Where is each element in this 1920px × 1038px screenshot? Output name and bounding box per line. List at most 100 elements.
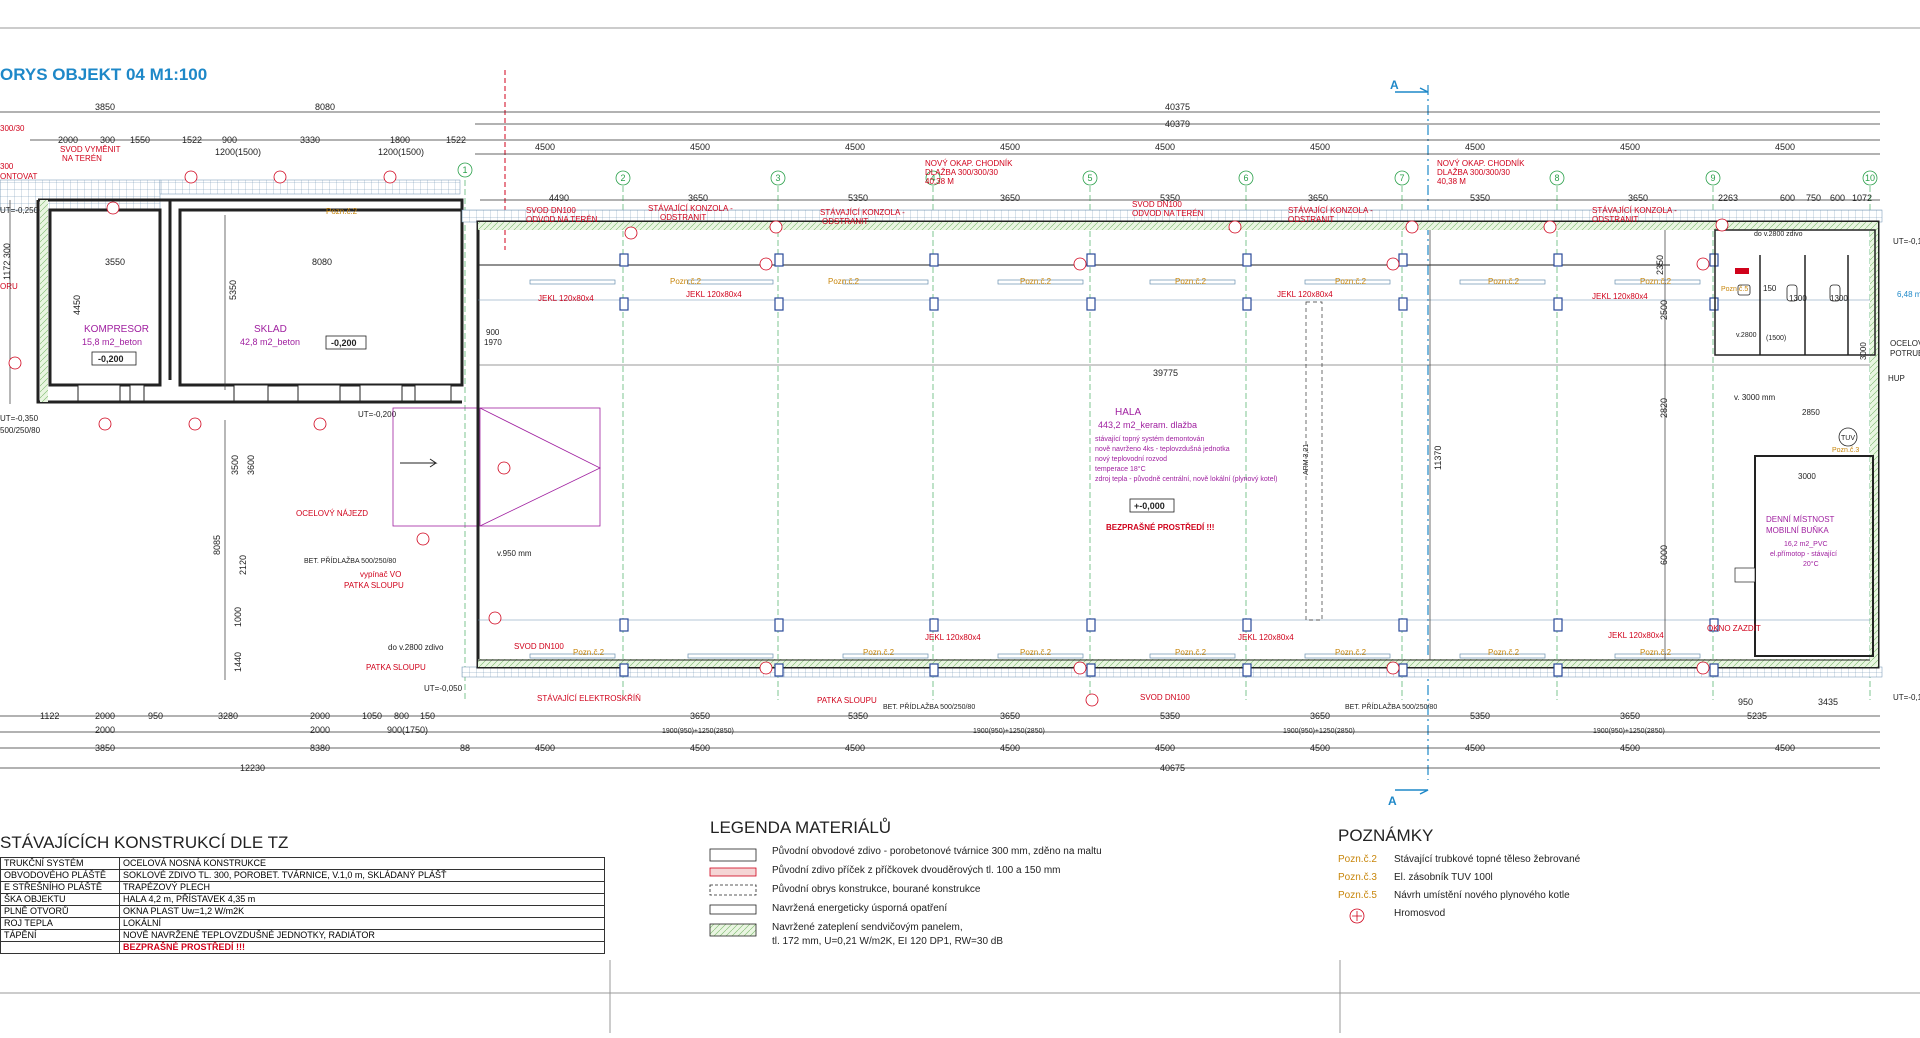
chodnik-label: NOVÝ OKAP. CHODNÍK [1437,159,1525,168]
dim-text: 1550 [130,135,150,145]
dlazba-label: DLAŽBA 300/300/30 [1437,168,1510,177]
denni-line: 20°C [1803,560,1819,568]
axis-label: 1 [462,165,467,175]
chodnik-length: 40,38 M [1437,177,1466,186]
odstranit-label: ODSTRANIT [1592,215,1638,224]
svod-label-sub: ODVOD NA TERÉN [526,215,598,224]
table-value: LOKÁLNÍ [119,917,605,930]
dim-vert: 2350 [1655,255,1665,275]
lightning-rod-icon [1338,908,1394,926]
dim-bottom: 4500 [1775,743,1795,753]
dim-bottom: 1900(950)+1250(2850) [1283,728,1355,735]
dim-vert: 5350 [228,280,238,300]
table-value: HALA 4,2 m, PŘÍSTAVEK 4,35 m [119,893,605,906]
vypinac-label: vypínač VO [360,570,401,579]
wc-dim-150: 150 [1763,284,1777,293]
pozn2-label: Pozn.č.2 [1640,277,1672,286]
v2800-right: v.2800 [1736,332,1757,339]
hala-warning: BEZPRAŠNÉ PROSTŘEDÍ !!! [1106,523,1214,532]
dim-bottom: 4500 [845,743,865,753]
arm-dim: ARM 3,21 [1303,444,1310,475]
dim-text: 900 [222,135,237,145]
table-row: BEZPRAŠNÉ PROSTŘEDÍ !!! [0,941,605,954]
axis-label: 6 [1243,173,1248,183]
plan-title: ORYS OBJEKT 04 M1:100 [0,65,207,84]
dim-bottom: 1900(950)+1250(2850) [662,728,734,735]
na-teren-left: NA TERÉN [62,154,102,163]
dim-text: 1200(1500) [378,147,424,157]
dim-top-overall2: 40379 [1165,119,1190,129]
dim-bottom: 2000 [310,725,330,735]
legend-item: Navržená energeticky úsporná opatření [710,903,1180,922]
dim-mid: 3650 [1628,193,1648,203]
ut-label-6: UT=-0,15 [1893,693,1920,702]
dim-mid: 1072 [1852,193,1872,203]
pozn3-label: Pozn.č.3 [1832,447,1859,454]
dim-left-3850: 3850 [95,102,115,112]
dim-bottom: 8380 [310,743,330,753]
left-fragment-5: 500/250/80 [0,426,41,435]
room-kompresor-area: 15,8 m2_beton [82,337,142,347]
table-key: ROJ TEPLA [0,917,120,930]
dim-text: 2000 [58,135,78,145]
left-fragment-3: ONTOVAT [0,172,37,181]
dim-bottom: 4500 [1310,743,1330,753]
dim-mid: 5350 [1470,193,1490,203]
hala-note: nově navrženo 4ks - teplovzdušná jednotk… [1095,446,1230,453]
room-sklad-area: 42,8 m2_beton [240,337,300,347]
tuv-label: TUV [1841,435,1855,442]
pridlazba-label: BET. PŘÍDLAŽBA 500/250/80 [883,702,975,711]
dim-mid: 5350 [1160,193,1180,203]
dim-bottom: 3435 [1818,697,1838,707]
pozn2-label: Pozn.č.2 [1020,648,1052,657]
legend-swatch-empty [710,936,756,947]
dim-bottom: 4500 [535,743,555,753]
wc-dim-1500: (1500) [1766,335,1786,342]
konzola-label: STÁVAJÍCÍ KONZOLA - [648,204,733,213]
dim-bottom: 4500 [690,743,710,753]
axis-label: 5 [1087,173,1092,183]
note-key: Pozn.č.3 [1338,872,1377,883]
axis-label: 9 [1710,173,1715,183]
axis-label: 8 [1554,173,1559,183]
dim-3000-side: 3000 [1859,342,1868,360]
chodnik-length: 40,38 M [925,177,954,186]
table-value: SOKLOVÉ ZDIVO TL. 300, POROBET. TVÁRNICE… [119,869,605,882]
dim-text: 1522 [446,135,466,145]
note-text: El. zásobník TUV 100l [1394,872,1493,883]
axis-label: 2 [620,173,625,183]
dim-text: 300 [100,135,115,145]
pridlazba-label: BET. PŘÍDLAŽBA 500/250/80 [1345,702,1437,711]
right-fragment-2: POTRUB [1890,349,1920,358]
dim-bottom: 4500 [1465,743,1485,753]
legend-text: tl. 172 mm, U=0,21 W/m2K, EI 120 DP1, RW… [772,936,1004,947]
dim-bottom: 4500 [1155,743,1175,753]
dim-bottom: 5350 [848,711,868,721]
dim-left-8080: 8080 [315,102,335,112]
dim-bottom: 1122 [40,711,59,721]
dim-bay: 4500 [845,142,865,152]
dim-mid: 3650 [688,193,708,203]
dim-bottom: 2000 [95,711,115,721]
do2800-right: do v.2800 zdivo [1754,231,1803,238]
dim-8080b: 8080 [312,257,332,267]
pridlazba-left: BET. PŘÍDLAŽBA 500/250/80 [304,556,396,565]
legend-swatch [710,846,756,857]
svod-label: SVOD DN100 [1140,693,1190,702]
dim-bottom: 1900(950)+1250(2850) [973,728,1045,735]
legend-item: Původní zdivo příček z příčkovek dvouděr… [710,865,1180,884]
dim-bottom: 3650 [1620,711,1640,721]
section-marker-bottom: A [1388,794,1397,808]
dim-mid: 5350 [848,193,868,203]
left-fragment-1: 300/30 [0,124,25,133]
axis-label: 4 [930,173,935,183]
dim-left-overall: 12230 [240,763,265,773]
legend-text: Původní zdivo příček z příčkovek dvouděr… [772,865,1061,876]
